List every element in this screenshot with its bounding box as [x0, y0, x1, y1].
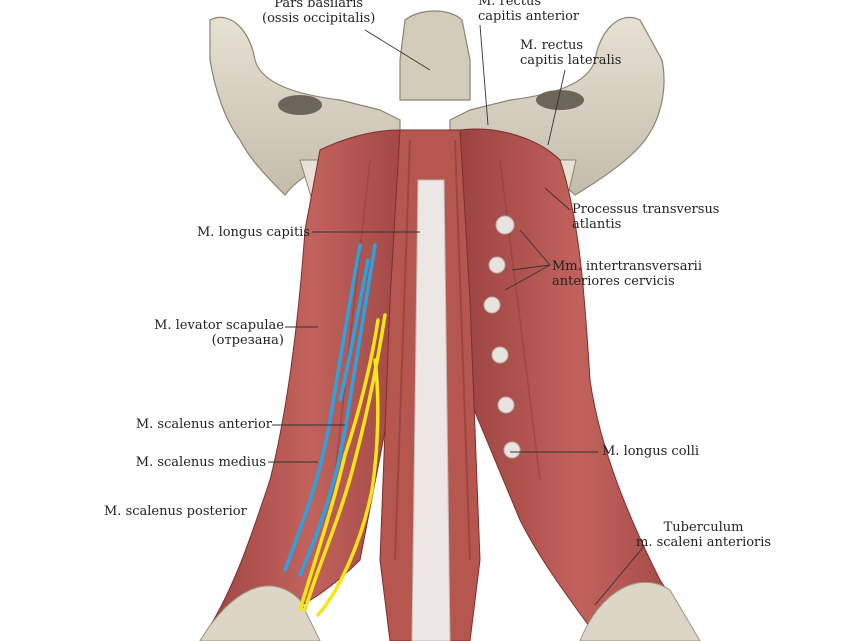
label-intertransversarii: Mm. intertransversarii anteriores cervic…	[552, 259, 702, 289]
label-longus-capitis-line1: M. longus capitis	[197, 225, 310, 240]
label-scalenus-anterior-line1: M. scalenus anterior	[135, 417, 272, 432]
transverse-process-3	[483, 296, 501, 314]
transverse-process-4	[491, 346, 509, 364]
label-pars-basilaris-line2: (ossis occipitalis)	[262, 11, 376, 26]
label-scalenus-posterior-line1: M. scalenus posterior	[104, 504, 247, 519]
leader-lines	[268, 24, 646, 606]
label-scalenus-anterior: M. scalenus anterior	[128, 417, 272, 432]
label-pars-basilaris: Pars basilaris (ossis occipitalis)	[262, 0, 375, 26]
label-rectus-capitis-anterior: M. rectus capitis anterior	[478, 0, 579, 24]
leader-pars-basilaris	[364, 29, 431, 71]
label-levator-scapulae: M. levator scapulae (отрезана)	[146, 318, 284, 348]
label-pars-basilaris-line1: Pars basilaris	[274, 0, 364, 11]
label-processus-transversus-line2: atlantis	[572, 217, 622, 232]
label-intertransversarii-line1: Mm. intertransversarii	[552, 259, 703, 274]
label-levator-scapulae-line1: M. levator scapulae	[154, 318, 284, 333]
label-tuberculum-line2: m. scaleni anterioris	[636, 535, 772, 550]
label-levator-scapulae-line2: (отрезана)	[211, 333, 284, 348]
label-rectus-capitis-anterior-line1: M. rectus	[478, 0, 542, 9]
label-tuberculum-line1: Tuberculum	[663, 520, 744, 535]
label-processus-transversus: Processus transversus atlantis	[572, 202, 719, 232]
label-longus-colli: M. longus colli	[602, 444, 699, 459]
label-scalenus-posterior: M. scalenus posterior	[104, 504, 247, 519]
transverse-process-6	[503, 441, 521, 459]
label-tuberculum: Tuberculum m. scaleni anterioris	[636, 520, 771, 550]
transverse-process-1	[495, 215, 515, 235]
leader-intertransversarii-2	[511, 264, 551, 271]
right-first-rib	[579, 581, 701, 641]
label-scalenus-medius-line1: M. scalenus medius	[135, 455, 266, 470]
label-rectus-capitis-lateralis-line1: M. rectus	[520, 38, 584, 53]
label-processus-transversus-line1: Processus transversus	[572, 202, 720, 217]
label-longus-colli-line1: M. longus colli	[602, 444, 700, 459]
muscle-fiber-4	[499, 159, 541, 481]
muscle-fiber-2	[454, 139, 471, 561]
left-first-rib	[199, 585, 321, 641]
leader-tuberculum	[594, 544, 646, 606]
blue-marker-outline	[283, 243, 377, 577]
leader-processus-transversus	[544, 187, 571, 211]
muscle-fiber-1	[394, 139, 411, 561]
leader-intertransversarii-1	[519, 229, 551, 266]
label-intertransversarii-line2: anteriores cervicis	[552, 274, 675, 289]
leader-intertransversarii-3	[504, 264, 551, 291]
muscle-fiber-3	[329, 159, 371, 521]
yellow-marker-outline	[298, 313, 387, 617]
label-scalenus-medius: M. scalenus medius	[122, 455, 266, 470]
pars-basilaris-bone	[399, 10, 471, 101]
leader-rectus-lateralis	[547, 69, 566, 146]
label-rectus-capitis-lateralis-line2: capitis lateralis	[520, 53, 622, 68]
transverse-process-5	[497, 396, 515, 414]
label-rectus-capitis-lateralis: M. rectus capitis lateralis	[520, 38, 621, 68]
vertebral-column	[411, 179, 451, 641]
label-longus-capitis: M. longus capitis	[186, 225, 310, 240]
marker-overlays	[283, 243, 387, 617]
leader-rectus-anterior	[479, 24, 489, 126]
skull-right-hole	[536, 90, 584, 110]
label-rectus-capitis-anterior-line2: capitis anterior	[478, 9, 580, 24]
skull-left-hole	[278, 95, 322, 115]
right-lateral-muscles	[459, 128, 701, 641]
transverse-process-2	[488, 256, 506, 274]
